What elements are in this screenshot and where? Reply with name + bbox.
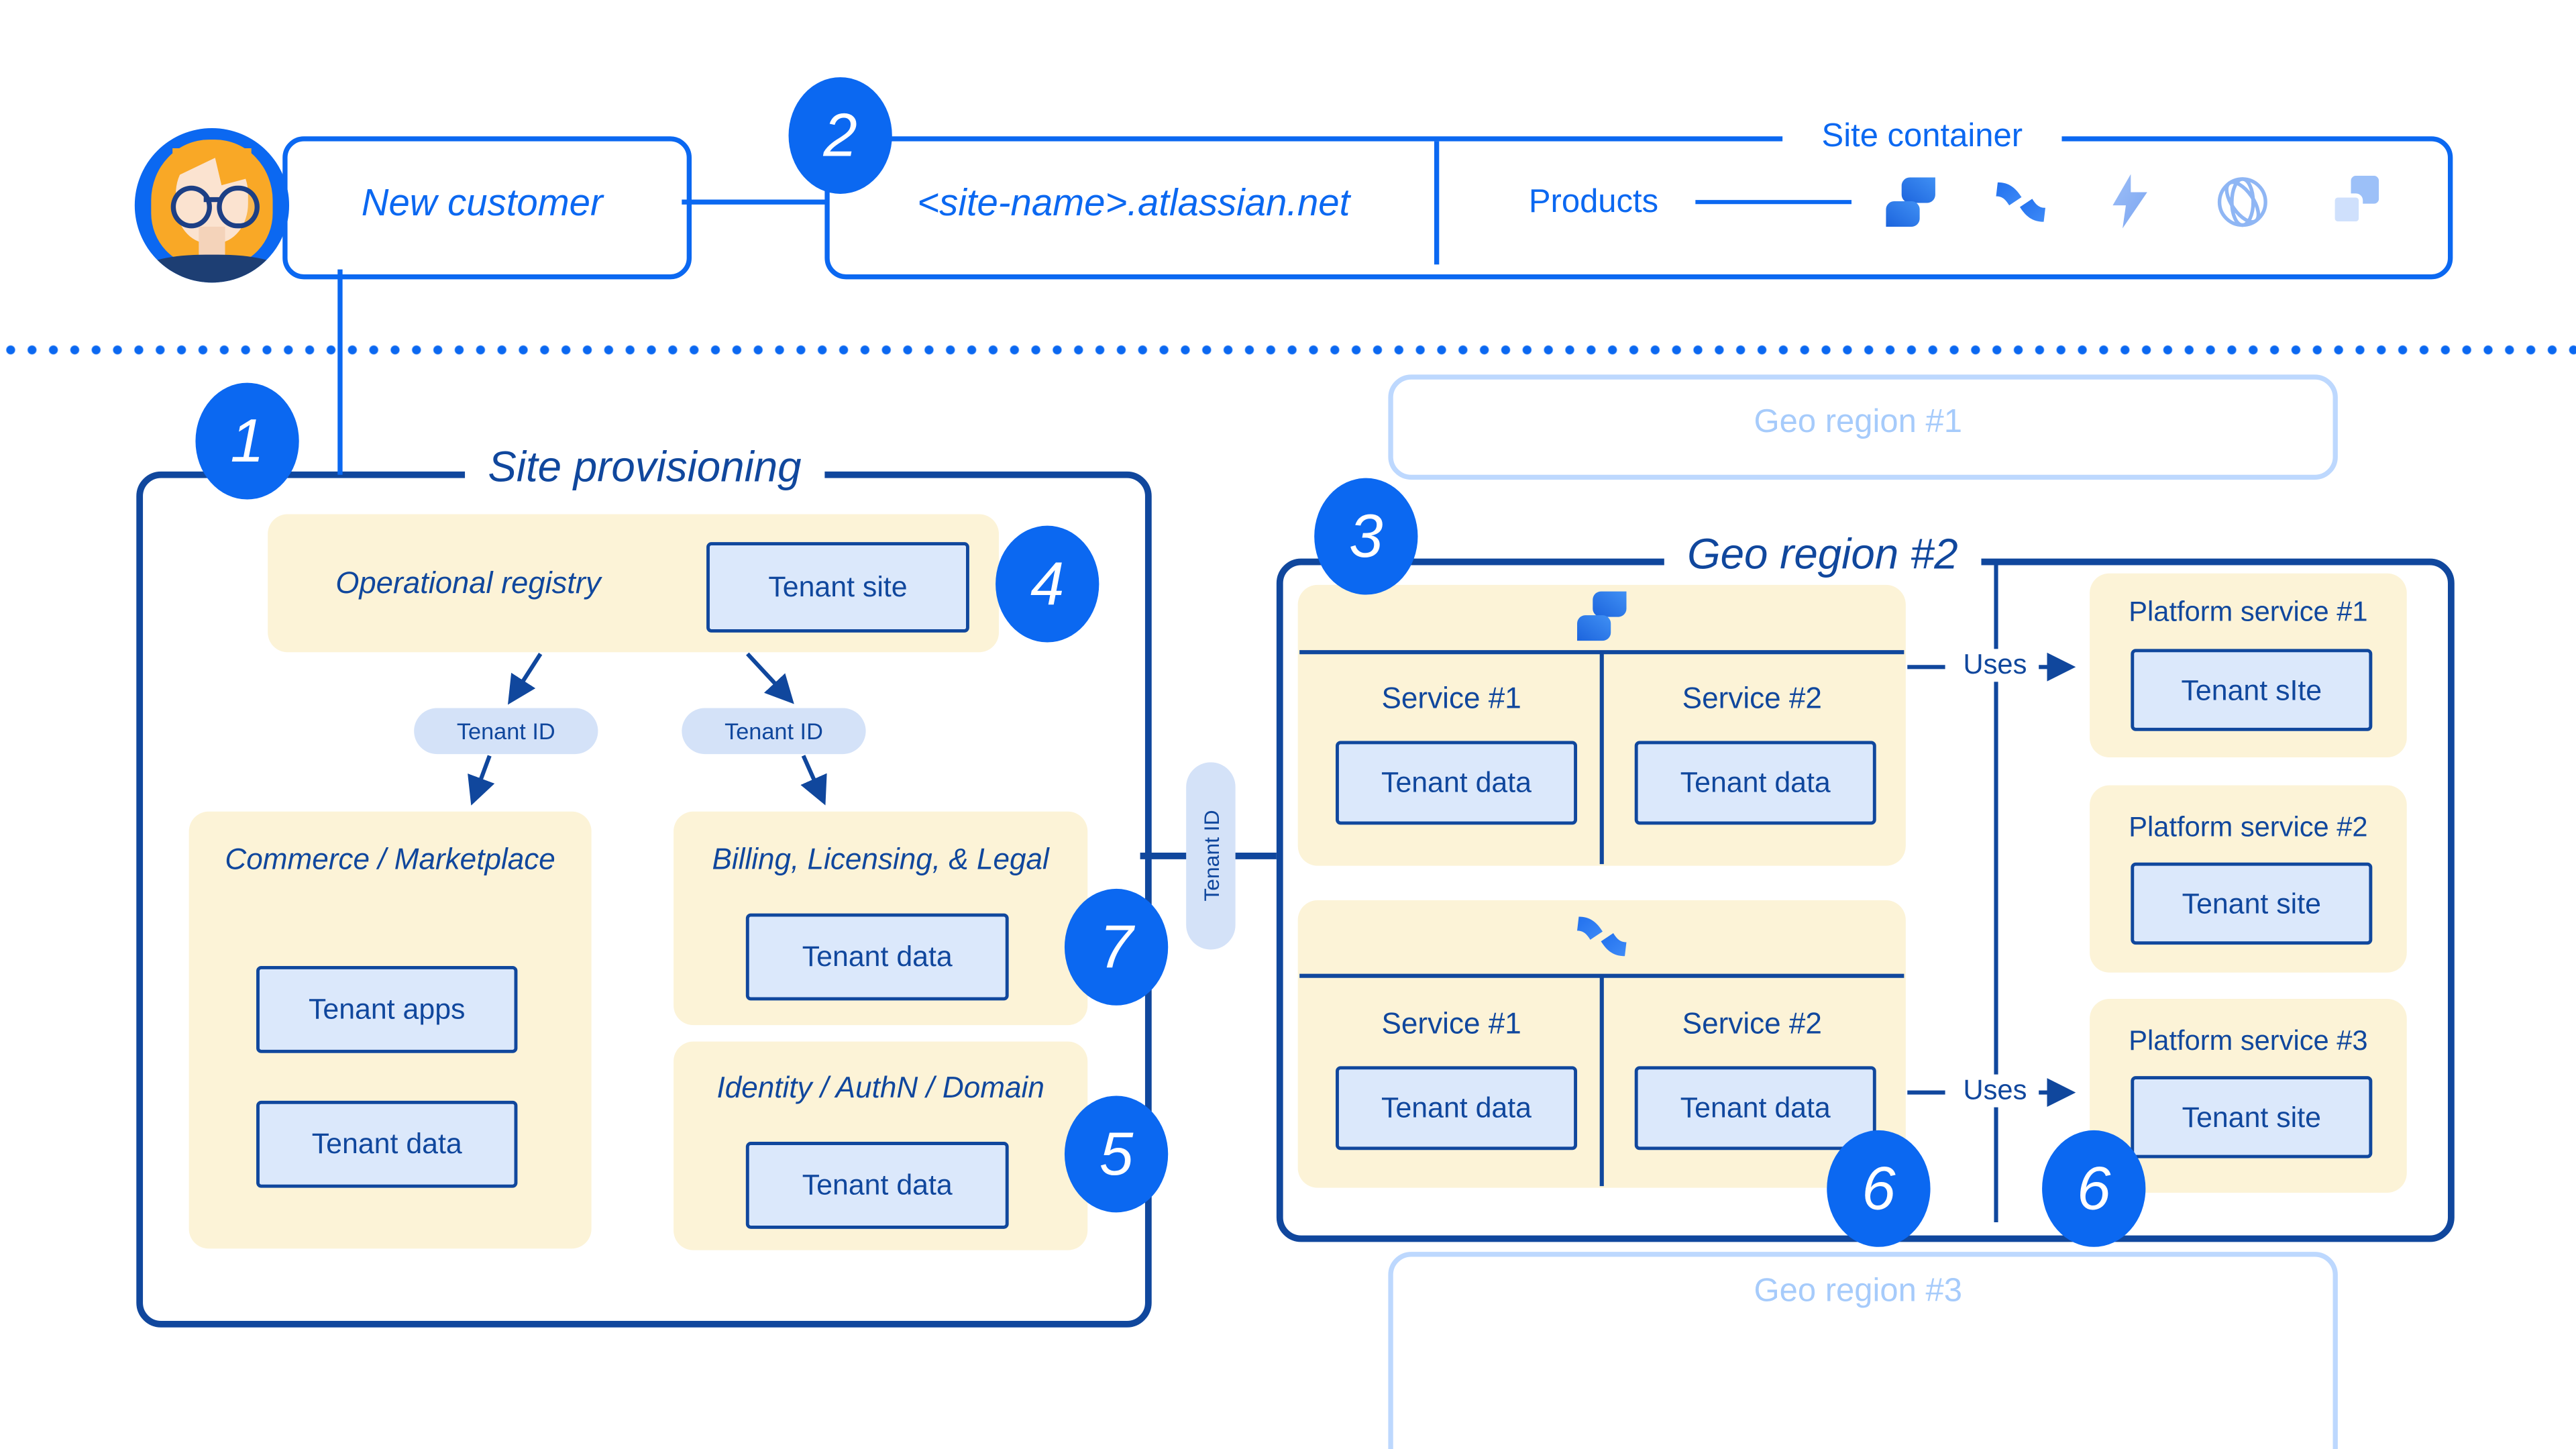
platform-service-1-tenant-site-box: Tenant sIte <box>2131 649 2373 731</box>
step-marker-1: 1 <box>195 382 299 500</box>
site-container-divider <box>1434 141 1440 265</box>
avatar-glasses-right <box>216 185 259 229</box>
step-marker-5: 5 <box>1064 1095 1169 1213</box>
avatar-shirt <box>144 254 280 283</box>
confluence-service-1-tenant-data-box: Tenant data <box>1336 1066 1578 1150</box>
geo-region-3-box <box>1388 1252 2338 1449</box>
environment-separator-dotted-line <box>0 345 2576 355</box>
registry-tenant-site-box: Tenant site <box>706 542 969 633</box>
step-marker-6a: 6 <box>1827 1130 1931 1247</box>
platform-service-1-title: Platform service #1 <box>2129 596 2368 628</box>
lightning-icon <box>2112 174 2147 229</box>
operational-registry-label: Operational registry <box>335 565 601 600</box>
confluence-service-2-tenant-data-box: Tenant data <box>1634 1066 1876 1150</box>
site-url-label: <site-name>.atlassian.net <box>917 180 1350 224</box>
geo-region-1-box <box>1388 374 2338 480</box>
commerce-title: Commerce / Marketplace <box>225 843 555 876</box>
platform-service-3-title: Platform service #3 <box>2129 1025 2368 1057</box>
customer-avatar <box>134 128 290 283</box>
confluence-service-2-label: Service #2 <box>1682 1007 1822 1040</box>
step-marker-7: 7 <box>1064 888 1169 1006</box>
identity-tenant-data-box: Tenant data <box>745 1142 1009 1229</box>
avatar-glasses-left <box>170 185 213 229</box>
confluence-icon <box>1577 916 1627 957</box>
new-customer-box <box>282 136 692 280</box>
platform-service-2-title: Platform service #2 <box>2129 811 2368 843</box>
jira-service-2-label: Service #2 <box>1682 682 1822 715</box>
confluence-icon <box>1996 182 2045 222</box>
billing-tenant-data-box: Tenant data <box>745 913 1009 1001</box>
geo-region-2-title: Geo region #2 <box>1664 529 1981 580</box>
geo-region-1-label: Geo region #1 <box>1754 404 1963 441</box>
jira-icon <box>1886 177 1935 227</box>
tenant-id-pill-left: Tenant ID <box>414 708 598 755</box>
uses-label-2: Uses <box>1951 1074 2039 1108</box>
site-container-label: Site container <box>1782 118 2062 156</box>
commerce-tenant-data-box: Tenant data <box>256 1100 518 1188</box>
avatar-glasses-bridge <box>204 197 220 203</box>
billing-title: Billing, Licensing, & Legal <box>712 843 1049 876</box>
uses-label-1: Uses <box>1951 649 2039 682</box>
identity-title: Identity / AuthN / Domain <box>716 1071 1044 1104</box>
globe-icon <box>2217 177 2267 227</box>
geo-region-3-label: Geo region #3 <box>1754 1273 1963 1309</box>
squares-icon <box>2330 176 2379 226</box>
step-marker-3: 3 <box>1314 478 1418 595</box>
jira-icon <box>1577 591 1627 641</box>
step-marker-4: 4 <box>996 525 1099 643</box>
site-container-box <box>824 136 2453 280</box>
jira-service-1-tenant-data-box: Tenant data <box>1336 741 1578 825</box>
tenant-id-pill-right: Tenant ID <box>682 708 866 755</box>
jira-service-1-label: Service #1 <box>1381 682 1521 715</box>
platform-service-2-tenant-site-box: Tenant site <box>2131 862 2373 945</box>
new-customer-label: New customer <box>361 180 603 224</box>
commerce-tenant-apps-box: Tenant apps <box>256 966 518 1053</box>
jira-service-2-tenant-data-box: Tenant data <box>1634 741 1876 825</box>
platform-service-3-tenant-site-box: Tenant site <box>2131 1076 2373 1159</box>
step-marker-2: 2 <box>788 77 892 194</box>
tenant-id-vertical-pill: Tenant ID <box>1186 762 1236 950</box>
confluence-service-1-label: Service #1 <box>1381 1007 1521 1040</box>
site-provisioning-title: Site provisioning <box>465 441 824 493</box>
products-label: Products <box>1528 184 1659 221</box>
step-marker-6b: 6 <box>2042 1130 2146 1247</box>
